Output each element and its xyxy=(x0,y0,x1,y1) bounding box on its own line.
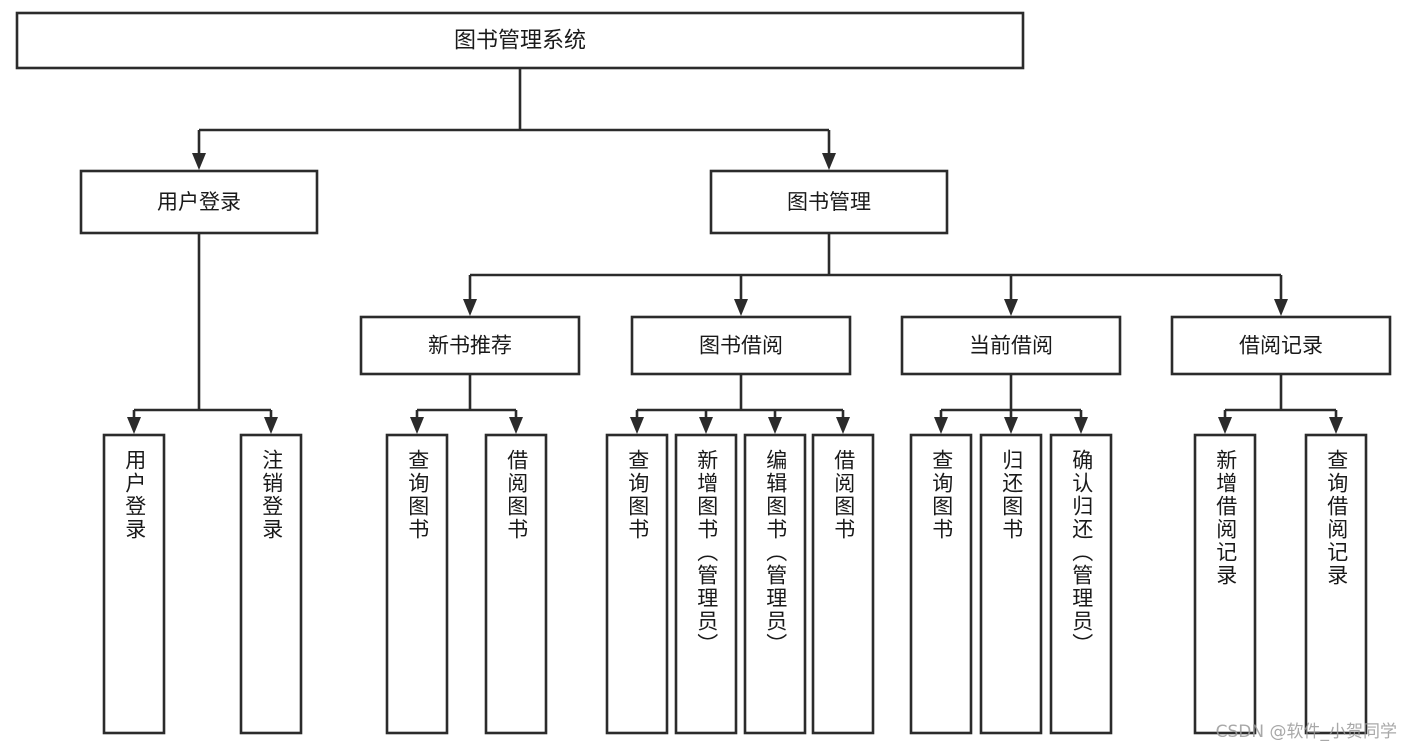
node-label-root: 图书管理系统 xyxy=(454,29,586,54)
node-box-leaf-8[interactable] xyxy=(909,433,973,735)
watermark: CSDN @软件_小贺同学 xyxy=(1215,722,1397,742)
node-box-root[interactable] xyxy=(15,11,1025,70)
node-label-level3-3: 借阅记录 xyxy=(1239,334,1323,358)
node-label-level3-2: 当前借阅 xyxy=(969,334,1053,358)
arrow-head-icon-leaf-3-0 xyxy=(934,417,948,434)
node-box-leaf-4[interactable] xyxy=(605,433,669,735)
arrow-head-icon-mgmt-child-2 xyxy=(1004,299,1018,316)
arrow-head-icon-leaf-2-1 xyxy=(699,417,713,434)
arrow-head-icon-leaf-1-0 xyxy=(410,417,424,434)
arrow-head-icon-leaf-3-2 xyxy=(1074,417,1088,434)
arrow-head-icon-leaf-0-1 xyxy=(264,417,278,434)
boxes-layer xyxy=(15,11,1392,735)
arrow-head-icon-leaf-2-0 xyxy=(630,417,644,434)
node-box-level3-2[interactable] xyxy=(900,315,1122,376)
arrow-head-icon-leaf-4-1 xyxy=(1329,417,1343,434)
node-box-level3-0[interactable] xyxy=(359,315,581,376)
arrow-head-icon-leaf-0-0 xyxy=(127,417,141,434)
node-box-leaf-10[interactable] xyxy=(1049,433,1113,735)
node-label-level3-1: 图书借阅 xyxy=(699,334,783,358)
node-box-leaf-9[interactable] xyxy=(979,433,1043,735)
node-box-leaf-7[interactable] xyxy=(811,433,875,735)
node-box-level3-1[interactable] xyxy=(630,315,852,376)
node-box-leaf-0[interactable] xyxy=(102,433,166,735)
arrow-head-icon-mgmt-child-1 xyxy=(734,299,748,316)
arrow-head-icon-mgmt-child-3 xyxy=(1274,299,1288,316)
node-box-leaf-6[interactable] xyxy=(743,433,807,735)
node-box-leaf-12[interactable] xyxy=(1304,433,1368,735)
arrow-head-icon-leaf-1-1 xyxy=(509,417,523,434)
node-box-leaf-5[interactable] xyxy=(674,433,738,735)
node-box-leaf-1[interactable] xyxy=(239,433,303,735)
node-box-leaf-3[interactable] xyxy=(484,433,548,735)
node-label-level2-1: 图书管理 xyxy=(787,190,871,214)
arrow-head-icon-mgmt-child-0 xyxy=(463,299,477,316)
node-box-leaf-11[interactable] xyxy=(1193,433,1257,735)
arrow-head-icon-leaf-2-3 xyxy=(836,417,850,434)
arrow-head-icon-root-child-0 xyxy=(192,153,206,170)
arrow-head-icon-leaf-2-2 xyxy=(768,417,782,434)
node-label-level3-0: 新书推荐 xyxy=(428,334,512,358)
node-label-level2-0: 用户登录 xyxy=(157,190,241,214)
node-box-level3-3[interactable] xyxy=(1170,315,1392,376)
connectors-layer xyxy=(127,68,1343,434)
node-box-level2-0[interactable] xyxy=(79,169,319,235)
node-box-level2-1[interactable] xyxy=(709,169,949,235)
node-box-leaf-2[interactable] xyxy=(385,433,449,735)
arrow-head-icon-leaf-4-0 xyxy=(1218,417,1232,434)
arrow-head-icon-root-child-1 xyxy=(822,153,836,170)
arrow-head-icon-leaf-3-1 xyxy=(1004,417,1018,434)
